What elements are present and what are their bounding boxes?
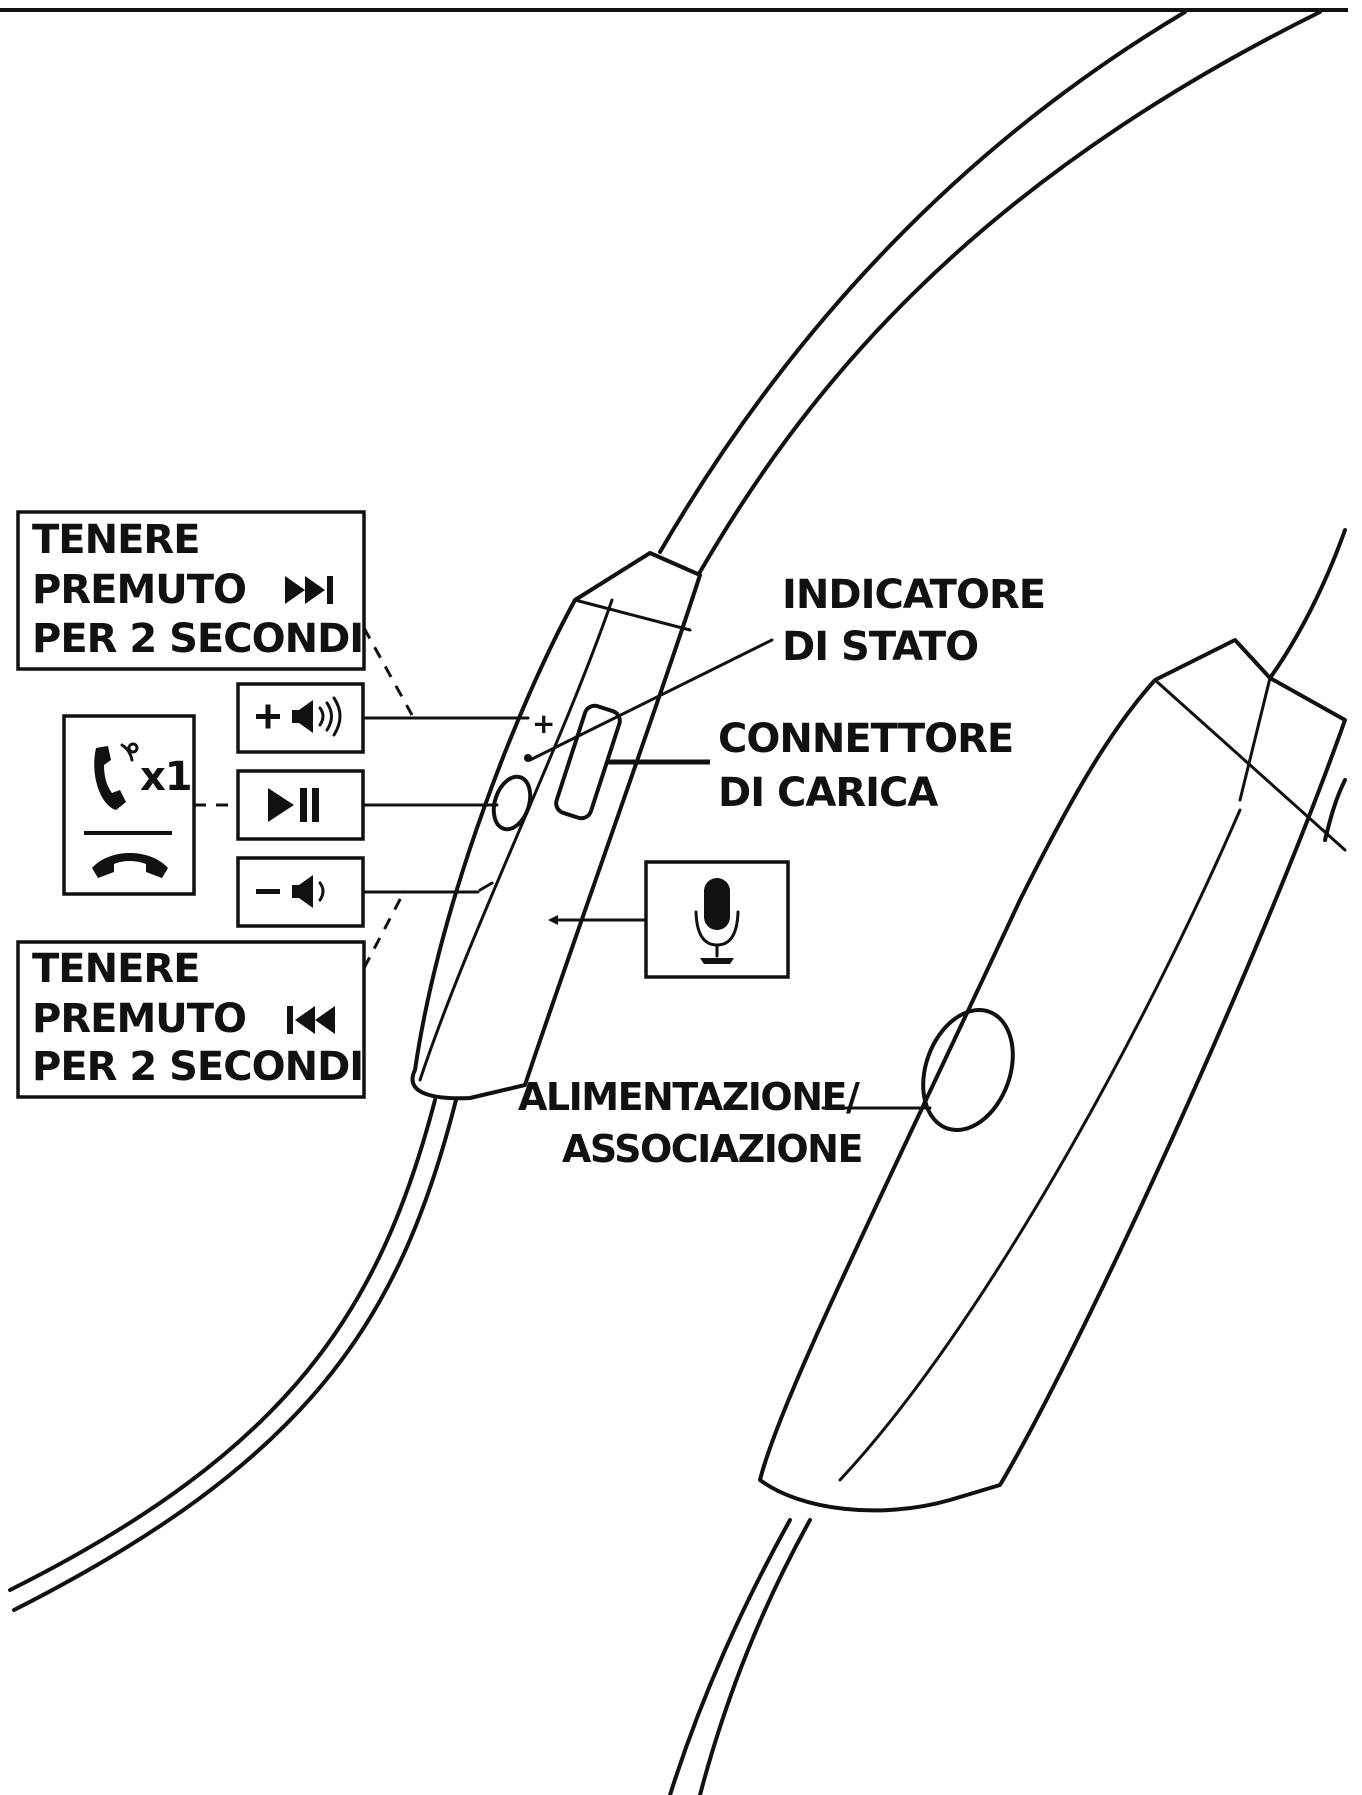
skip-previous-icon <box>287 1006 335 1034</box>
neckband-left <box>658 10 1322 574</box>
callout-skip-next: TENERE PREMUTO PER 2 SECONDI <box>16 510 366 671</box>
call-box: x1 <box>62 714 196 896</box>
skip-prev-line2: PREMUTO <box>32 996 246 1042</box>
housing-plus-mark: + <box>532 707 555 740</box>
skip-prev-line3: PER 2 SECONDI <box>32 1044 363 1090</box>
right-control-unit <box>758 528 1347 1513</box>
label-power-pairing: ALIMENTAZIONE/ ASSOCIAZIONE <box>518 1075 863 1171</box>
status-indicator-line2: DI STATO <box>782 624 978 670</box>
callout-skip-prev: TENERE PREMUTO PER 2 SECONDI <box>16 940 366 1099</box>
status-indicator-line1: INDICATORE <box>782 572 1045 618</box>
charging-connector-line2: DI CARICA <box>718 770 938 816</box>
left-control-unit: + <box>410 551 702 1101</box>
power-pairing-button[interactable] <box>907 997 1028 1142</box>
skip-next-line2: PREMUTO <box>32 567 246 613</box>
microphone-box <box>644 860 790 979</box>
volume-up-box <box>236 682 365 754</box>
play-pause-box <box>236 769 365 841</box>
label-status-indicator: INDICATORE DI STATO <box>782 572 1046 670</box>
label-charging-connector: CONNETTORE DI CARICA <box>718 716 1014 816</box>
charging-connector-line1: CONNETTORE <box>718 716 1013 762</box>
skip-next-line3: PER 2 SECONDI <box>32 616 363 662</box>
left-cable <box>8 1098 458 1612</box>
play-pause-icon <box>268 788 319 822</box>
leader-lines <box>194 627 932 1110</box>
multifunction-button[interactable] <box>487 772 536 834</box>
skip-prev-line1: TENERE <box>32 946 200 992</box>
volume-down-box <box>236 856 365 928</box>
skip-next-icon <box>285 576 333 604</box>
volume-up-icon <box>256 696 342 737</box>
phone-hangup-icon <box>92 853 168 878</box>
microphone-icon <box>694 878 740 964</box>
call-count: x1 <box>140 754 192 800</box>
volume-down-icon <box>256 875 325 908</box>
power-pairing-line1: ALIMENTAZIONE/ <box>518 1075 860 1119</box>
right-cable <box>668 1518 812 1795</box>
phone-answer-icon <box>94 742 139 810</box>
skip-next-line1: TENERE <box>32 517 200 563</box>
charging-port[interactable] <box>554 703 623 821</box>
power-pairing-line2: ASSOCIAZIONE <box>562 1127 862 1171</box>
